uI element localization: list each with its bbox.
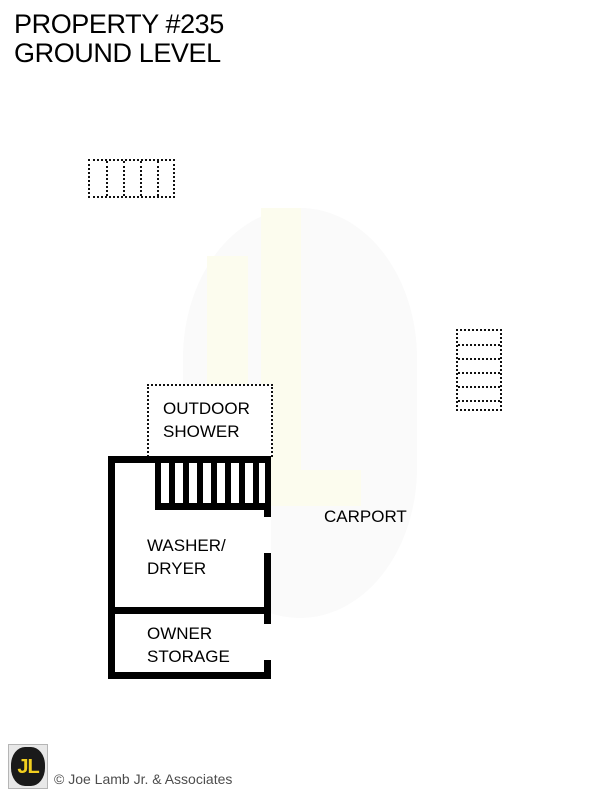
door-opening-washer-dryer: [264, 516, 271, 554]
room-outdoor-shower: OUTDOOR SHOWER: [147, 384, 273, 457]
deck-steps-dotted: [88, 159, 175, 198]
deck-rail: [157, 161, 159, 196]
stair-tread: [239, 463, 245, 503]
stair-tread: [211, 463, 217, 503]
room-label-owner-storage: OWNER STORAGE: [147, 623, 230, 669]
room-label-line-2: STORAGE: [147, 646, 230, 666]
copyright-notice: © Joe Lamb Jr. & Associates: [54, 770, 233, 787]
room-label-line-2: DRYER: [147, 558, 207, 578]
area-label-carport: CARPORT: [324, 507, 407, 526]
interior-stair-run: [155, 463, 271, 510]
room-label-line-1: WASHER/: [147, 536, 226, 555]
step-tread: [458, 372, 500, 374]
room-label-washer-dryer: WASHER/ DRYER: [147, 535, 226, 581]
watermark-l-foot: [261, 470, 361, 506]
room-label-line-2: SHOWER: [163, 421, 240, 441]
stair-tread: [253, 463, 259, 503]
deck-rail: [140, 161, 142, 196]
brand-logo-text: JL: [17, 755, 39, 778]
room-label-line-1: OUTDOOR: [163, 399, 250, 418]
step-tread: [458, 358, 500, 360]
step-tread: [458, 400, 500, 402]
interior-wall: [115, 607, 264, 614]
exterior-steps-dotted: [456, 329, 502, 411]
deck-rail: [123, 161, 125, 196]
page-title-line-2: GROUND LEVEL: [14, 38, 221, 69]
room-label-outdoor-shower: OUTDOOR SHOWER: [163, 398, 250, 444]
stair-tread: [169, 463, 175, 503]
step-tread: [458, 344, 500, 346]
stair-tread: [197, 463, 203, 503]
brand-logo-oval: JL: [11, 747, 45, 786]
stair-tread: [183, 463, 189, 503]
footer: JL © Joe Lamb Jr. & Associates: [8, 744, 232, 789]
page-title: PROPERTY #235 GROUND LEVEL: [14, 9, 224, 69]
page-title-line-1: PROPERTY #235: [14, 9, 224, 39]
door-opening-owner-storage: [264, 623, 271, 661]
stair-tread: [155, 463, 161, 503]
stair-tread: [265, 463, 271, 503]
stair-tread: [225, 463, 231, 503]
step-tread: [458, 386, 500, 388]
building-outline: WASHER/ DRYER OWNER STORAGE: [108, 456, 271, 679]
deck-rail: [106, 161, 108, 196]
room-label-line-1: OWNER: [147, 624, 213, 643]
brand-logo-icon: JL: [8, 744, 48, 789]
